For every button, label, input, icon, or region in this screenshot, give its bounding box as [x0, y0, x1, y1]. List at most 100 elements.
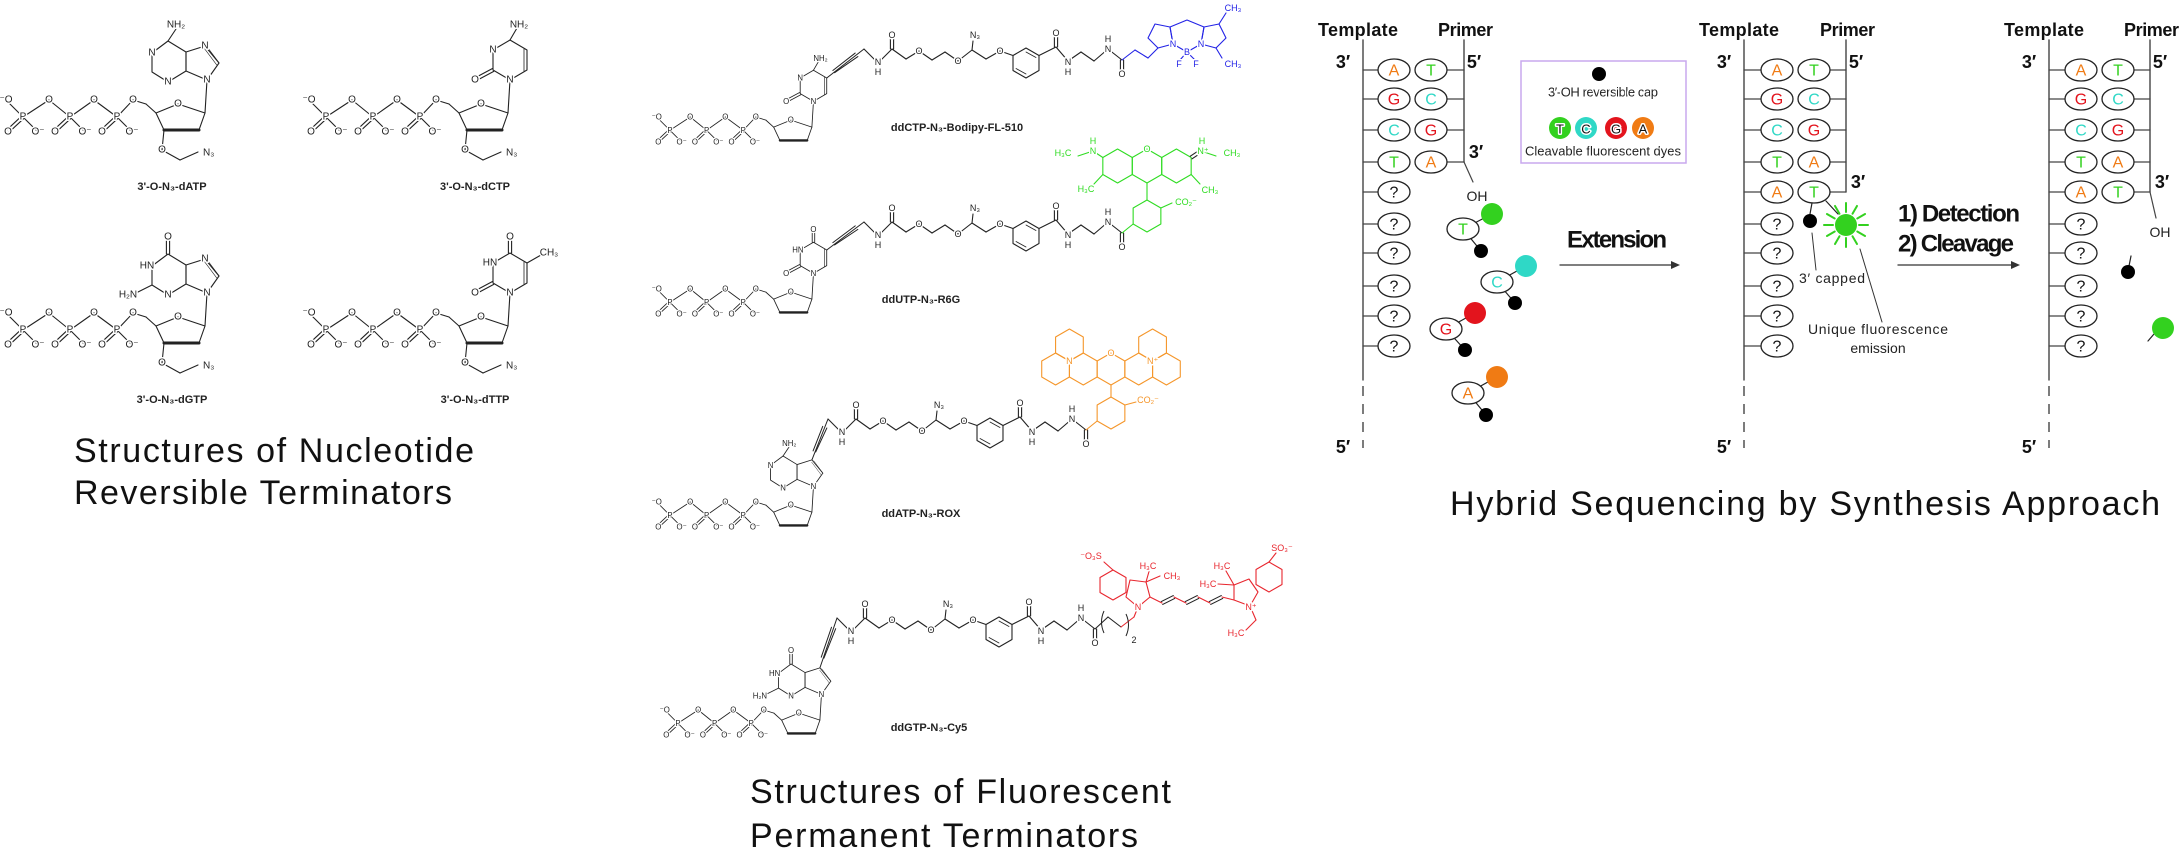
atom-label: H₂N [119, 290, 137, 301]
bond [669, 288, 691, 303]
atom-label: P [704, 126, 709, 135]
atom-label: O [432, 95, 440, 106]
left-caption-line-1: Structures of Nucleotide [74, 432, 474, 470]
bond [1147, 47, 1159, 59]
double-bond [703, 723, 716, 736]
atom-label: O [879, 416, 886, 426]
base-ellipse [1429, 317, 1463, 341]
bond [706, 301, 718, 314]
base-letter: ? [1390, 217, 1399, 234]
bond [1190, 173, 1201, 185]
bond [308, 312, 327, 331]
base-C: C [1480, 270, 1514, 294]
base-letter: ? [1390, 309, 1399, 326]
atom-label: N₃ [203, 361, 214, 372]
atom-label: N [1069, 414, 1076, 424]
base-C: C [2101, 87, 2135, 111]
atom-label: O [477, 99, 485, 110]
bond [308, 99, 327, 118]
bond [706, 288, 726, 303]
atom-label: ⁻O [0, 95, 13, 106]
base-letter: G [1771, 92, 1783, 109]
bond [1107, 221, 1123, 234]
atom-label: O [354, 340, 362, 351]
double-bond [478, 283, 495, 293]
bond [69, 329, 85, 345]
structure-name: 3'-O-N₃-dCTP [440, 181, 510, 193]
double-bond [356, 328, 373, 344]
double-bond [1189, 149, 1201, 157]
double-bond [309, 115, 326, 131]
triple-bond [834, 56, 859, 74]
atom-label: P [20, 325, 27, 336]
atom-label: P [675, 719, 680, 728]
benzene-ring [1099, 569, 1127, 601]
atom-label: P [20, 112, 27, 123]
base-letter: ? [2077, 279, 2086, 296]
base-letter: A [1809, 155, 1820, 172]
atom-label: O [810, 225, 816, 234]
bond [944, 609, 947, 620]
base-letter: A [1389, 63, 1400, 80]
double-bond [6, 115, 23, 131]
base-letter: ? [1773, 217, 1782, 234]
atom-label: O⁻ [334, 340, 347, 351]
bond [419, 312, 437, 331]
base-letter: T [1389, 155, 1399, 172]
atom-label: N [506, 288, 513, 299]
bond [935, 419, 951, 430]
double-bond [311, 330, 328, 346]
double-bond [730, 513, 743, 526]
atom-label: O [1052, 201, 1059, 211]
bond [1080, 224, 1095, 235]
cap-legend-dot [1592, 67, 1606, 81]
atom-label: P [667, 511, 672, 520]
atom-label: O [888, 203, 895, 213]
atom-label: N⁺ [1147, 356, 1158, 366]
double-bond [695, 515, 708, 528]
dye-legend-letter: T [1556, 122, 1564, 137]
bond [765, 504, 775, 513]
base-A: A [2101, 150, 2135, 174]
atom-label: O⁻ [428, 127, 441, 138]
base-ellipse [1480, 270, 1514, 294]
base-A: A [2064, 58, 2098, 82]
bond [179, 364, 199, 374]
atom-label: P [667, 298, 672, 307]
base-?: ? [1377, 304, 1411, 328]
bond [750, 722, 763, 735]
atom-label: O⁻ [750, 137, 760, 146]
bond [1019, 416, 1033, 432]
base-ellipse [2064, 150, 2098, 174]
atom-label: H [1078, 603, 1085, 613]
bond [891, 48, 907, 60]
base-ellipse [1414, 118, 1448, 142]
atom-label: P [741, 511, 746, 520]
double-bond [403, 328, 420, 344]
atom-label: O [348, 95, 356, 106]
bond [372, 329, 388, 345]
atom-label: 2 [1131, 635, 1136, 645]
template-label: Template [1318, 20, 1398, 40]
atom-label: H₃C [1214, 561, 1231, 571]
base-ellipse [2064, 274, 2098, 298]
bond [325, 329, 341, 345]
atom-label: N₃ [970, 203, 980, 213]
bond [1121, 49, 1136, 61]
triple-bond [832, 225, 856, 244]
base-ellipse [2064, 118, 2098, 142]
atom-label: O [753, 285, 759, 294]
base-letter: G [1440, 322, 1452, 339]
base-?: ? [1760, 241, 1794, 265]
bond [765, 291, 775, 300]
atom-label: O [960, 416, 967, 426]
atom-label: N₃ [943, 599, 953, 609]
atom-label: O⁻ [713, 522, 723, 531]
atom-label: O [1016, 398, 1023, 408]
